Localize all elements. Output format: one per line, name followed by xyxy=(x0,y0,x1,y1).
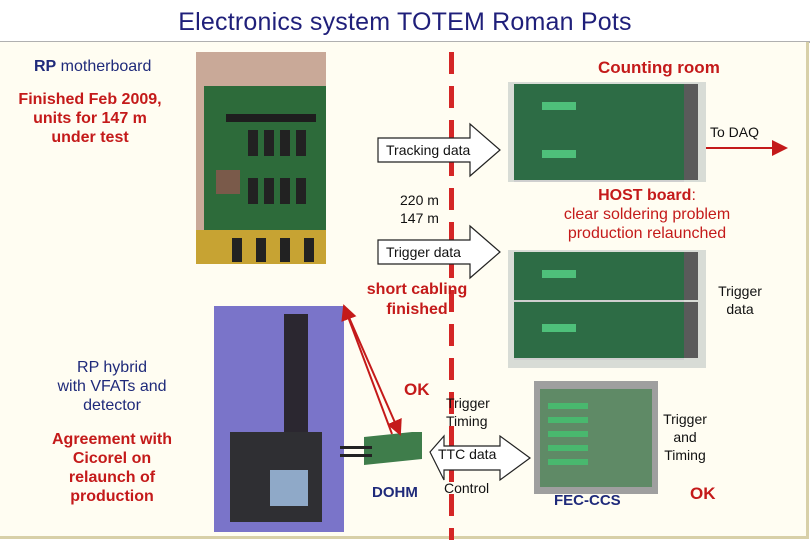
rp-motherboard-photo xyxy=(196,52,326,264)
slide-title: Electronics system TOTEM Roman Pots xyxy=(178,8,632,36)
to-daq-label: To DAQ xyxy=(710,124,760,140)
tracking-data-arrow xyxy=(377,122,501,178)
trigger-and-timing-label: Trigger and Timing xyxy=(663,411,707,463)
motherboard-text: motherboard xyxy=(56,58,152,75)
finished-status: Finished Feb 2009, units for 147 m under… xyxy=(18,91,162,146)
distance-220: 220 m xyxy=(400,192,439,208)
trigger-data-right-label: Trigger data xyxy=(718,283,762,317)
ok-left: OK xyxy=(404,380,430,399)
host-board-photo-bottom xyxy=(508,250,706,368)
dashed-boundary-line xyxy=(449,52,454,540)
ttc-data-label: TTC data xyxy=(438,446,497,462)
short-cabling-status: short cabling finished xyxy=(366,281,468,318)
trigger-data-arrow xyxy=(377,224,501,280)
ok-right: OK xyxy=(690,484,716,503)
hybrid-to-dohm-arrow xyxy=(343,305,402,436)
rp-strong: RP xyxy=(34,58,57,75)
rp-hybrid-photo xyxy=(214,306,344,532)
fec-ccs-photo xyxy=(534,381,658,494)
ttc-data-arrow xyxy=(429,434,532,482)
agreement-status: Agreement with Cicorel on relaunch of pr… xyxy=(51,431,172,505)
control-label: Control xyxy=(444,480,490,496)
trigger-timing-label: Trigger Timing xyxy=(446,395,490,429)
rp-hybrid-label: RP hybrid with VFATs and detector xyxy=(57,359,167,414)
dohm-label: DOHM xyxy=(372,484,418,501)
dohm-to-hybrid-arrow xyxy=(341,304,393,435)
fec-ccs-label: FEC-CCS xyxy=(554,492,621,509)
host-board-status: HOST board: clear soldering problem prod… xyxy=(563,187,731,242)
counting-room-label: Counting room xyxy=(598,58,720,77)
trigger-data-label: Trigger data xyxy=(386,244,461,260)
distance-147: 147 m xyxy=(400,210,439,226)
host-board-photo-top xyxy=(508,82,706,182)
rp-motherboard-label: RP motherboard xyxy=(34,58,151,76)
tracking-data-label: Tracking data xyxy=(386,142,471,158)
dohm-photo xyxy=(340,432,428,472)
